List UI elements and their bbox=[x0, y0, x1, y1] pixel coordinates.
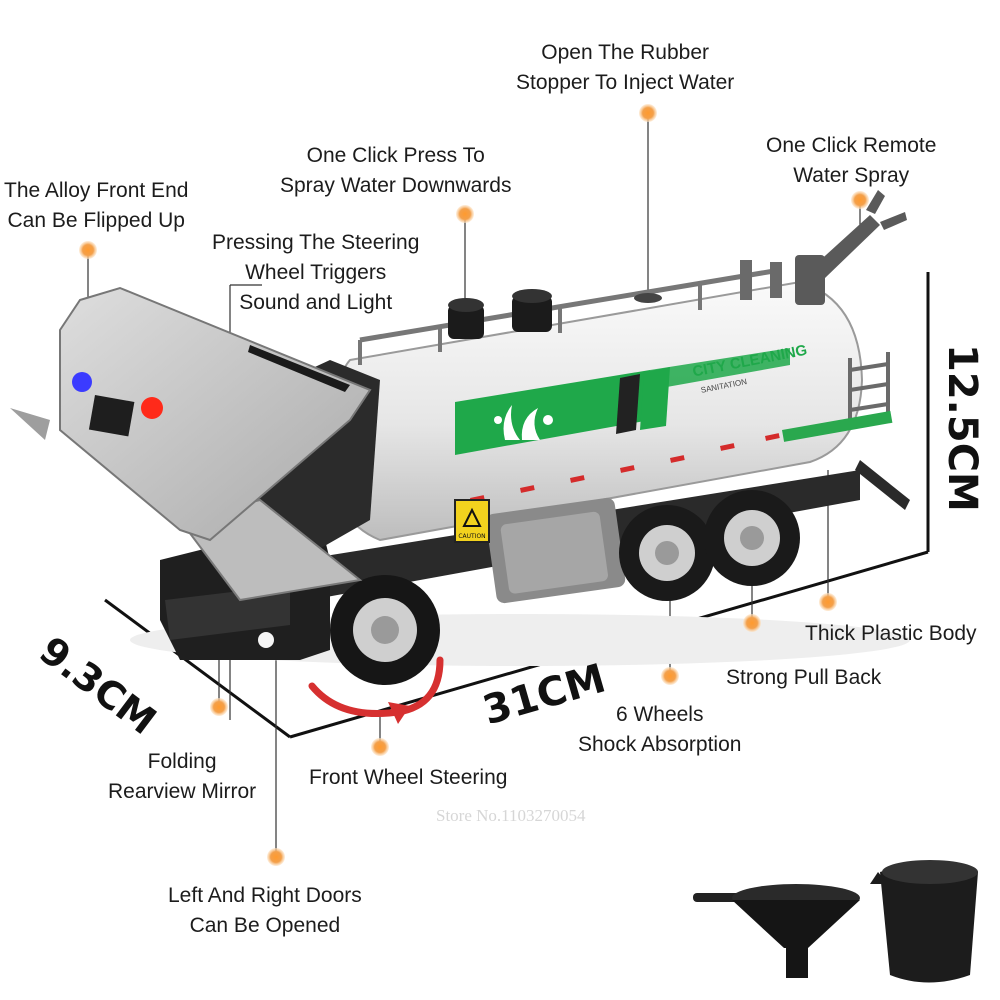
callout-dot bbox=[79, 241, 97, 259]
callout-line: Wheel Triggers bbox=[245, 261, 387, 284]
callout-line: Shock Absorption bbox=[578, 733, 742, 756]
callout-doors: Left And Right Doors Can Be Opened bbox=[168, 881, 362, 941]
callout-mirror: Folding Rearview Mirror bbox=[108, 747, 256, 807]
callout-dot bbox=[210, 698, 228, 716]
truck-cab bbox=[10, 286, 380, 660]
callout-plastic-body: Thick Plastic Body bbox=[805, 619, 977, 649]
callout-line: Stopper To Inject Water bbox=[516, 71, 735, 94]
callout-line: Strong Pull Back bbox=[726, 666, 882, 689]
callout-line: Water Spray bbox=[793, 164, 910, 187]
callout-front-steering: Front Wheel Steering bbox=[309, 763, 507, 793]
callout-line: One Click Remote bbox=[766, 134, 937, 157]
callout-remote-spray: One Click Remote Water Spray bbox=[766, 131, 936, 191]
callout-dot bbox=[819, 593, 837, 611]
callout-dot bbox=[371, 738, 389, 756]
callout-line: Open The Rubber bbox=[541, 41, 709, 64]
callout-line: Left And Right Doors bbox=[168, 884, 362, 907]
measuring-cup-accessory bbox=[870, 860, 978, 983]
store-watermark: Store No.1103270054 bbox=[436, 806, 586, 825]
callout-pull-back: Strong Pull Back bbox=[726, 663, 881, 693]
callout-dot bbox=[639, 104, 657, 122]
callout-line: Spray Water Downwards bbox=[280, 174, 512, 197]
callout-line: Folding bbox=[147, 750, 217, 773]
callout-dot bbox=[456, 205, 474, 223]
caution-sticker-text: CAUTION bbox=[458, 533, 485, 540]
callout-line: Sound and Light bbox=[239, 291, 393, 314]
callout-line: Thick Plastic Body bbox=[805, 622, 977, 645]
dimension-height: 12.5CM bbox=[939, 344, 985, 512]
callout-alloy-front: The Alloy Front End Can Be Flipped Up bbox=[4, 176, 188, 236]
callout-line: One Click Press To bbox=[306, 144, 485, 167]
callout-line: Front Wheel Steering bbox=[309, 766, 508, 789]
callout-dots bbox=[79, 104, 869, 866]
steering-arrow bbox=[308, 656, 444, 724]
wheels bbox=[330, 490, 800, 685]
callout-spray-down: One Click Press To Spray Water Downwards bbox=[280, 141, 511, 201]
callout-line: 6 Wheels bbox=[615, 703, 704, 726]
callout-steering-wheel: Pressing The Steering Wheel Triggers Sou… bbox=[212, 228, 419, 318]
callout-line: Can Be Opened bbox=[189, 914, 341, 937]
callout-line: The Alloy Front End bbox=[4, 179, 189, 202]
funnel-accessory bbox=[693, 884, 860, 978]
callout-dot bbox=[851, 191, 869, 209]
callout-dot bbox=[661, 667, 679, 685]
callout-dot bbox=[267, 848, 285, 866]
callout-line: Rearview Mirror bbox=[108, 780, 257, 803]
callout-line: Pressing The Steering bbox=[212, 231, 420, 254]
water-tank bbox=[328, 190, 910, 542]
callout-wheels: 6 Wheels Shock Absorption bbox=[578, 700, 741, 760]
callout-dot bbox=[743, 614, 761, 632]
callout-rubber-stopper: Open The Rubber Stopper To Inject Water bbox=[516, 38, 734, 98]
callout-line: Can Be Flipped Up bbox=[7, 209, 185, 232]
